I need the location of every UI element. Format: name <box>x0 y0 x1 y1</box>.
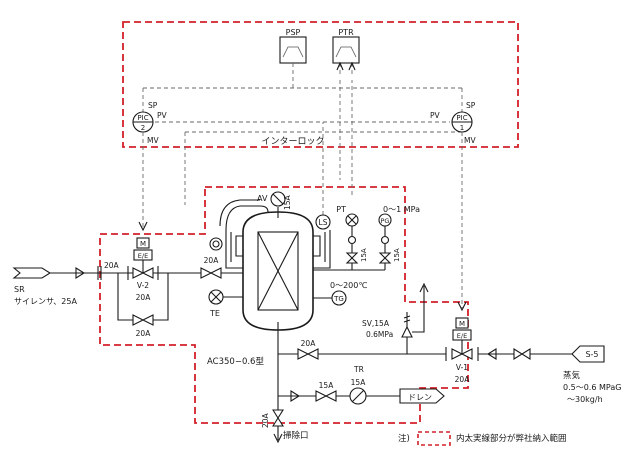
psp-label: PSP <box>286 28 301 37</box>
pg-size: 15A <box>393 248 401 262</box>
air-vent-valve[interactable]: AV 15A <box>257 191 292 212</box>
ptr-label: PTR <box>338 28 354 37</box>
temperature-gauge[interactable]: TG 0～200℃ <box>313 281 367 306</box>
left-valve-size: 20A <box>204 256 220 265</box>
steam-check-valve <box>513 348 531 360</box>
outlet-valve-20a[interactable]: 20A <box>297 339 319 360</box>
silencer-label: サイレンサ、25A <box>14 297 77 306</box>
drain-valve-15a[interactable]: 15A <box>315 381 337 402</box>
av-size: 15A <box>283 194 292 210</box>
inlet-valve-left[interactable]: 20A <box>200 256 222 279</box>
drain-line <box>277 354 400 440</box>
drain-outlet-tag: ドレン <box>399 388 445 404</box>
control-valve-v2[interactable]: M E/E V-2 20A <box>127 237 159 302</box>
v2-actuator: M <box>140 240 146 248</box>
ls-label: LS <box>319 218 328 227</box>
pic-2-controller[interactable]: PIC 2 SP PV MV <box>132 101 168 145</box>
sv-label: SV,15A <box>362 319 390 328</box>
interlock-label: インターロック <box>261 136 324 147</box>
drain-valve-size: 15A <box>319 381 335 390</box>
pic-2-sp: SP <box>148 101 158 110</box>
bypass-size: 20A <box>136 329 152 338</box>
steam-code: S-5 <box>585 350 598 359</box>
sight-glass <box>209 237 223 251</box>
temp-range: 0～200℃ <box>330 281 367 290</box>
v1-size: 20A <box>455 375 471 384</box>
steam-trap[interactable]: 15A <box>349 378 367 405</box>
psp-instrument[interactable]: PSP <box>279 28 307 64</box>
pressure-transmitter[interactable]: PT 15A <box>336 205 368 270</box>
control-panel-scope <box>122 21 519 148</box>
sr-label: SR <box>14 285 25 294</box>
legend: 注) 内太実線部分が弊社納入範囲 <box>398 431 567 446</box>
v2-ee: E/E <box>138 252 148 260</box>
sv-pressure: 0.6MPa <box>366 330 393 339</box>
level-switch[interactable]: LS <box>315 214 331 230</box>
pressure-vessel[interactable] <box>242 211 314 331</box>
pt-size: 15A <box>360 248 368 262</box>
silencer: SR サイレンサ、25A <box>12 267 77 306</box>
v2-size: 20A <box>136 293 152 302</box>
steam-label: 蒸気 <box>563 370 581 381</box>
outlet-size: 20A <box>301 339 317 348</box>
tg-label: TG <box>333 295 344 303</box>
legend-note: 注) <box>398 433 410 444</box>
pg-range: 0～1 MPa <box>383 205 420 214</box>
pic-1-sp: SP <box>466 101 476 110</box>
safety-valve[interactable]: SV,15A 0.6MPa <box>362 282 429 354</box>
v2-tag: V-2 <box>137 281 149 290</box>
pt-label: PT <box>336 205 346 214</box>
tr-label: TR <box>353 365 364 374</box>
pic-1-pv: PV <box>430 111 441 120</box>
v1-tag: V-1 <box>456 363 468 372</box>
legend-swatch <box>417 431 451 446</box>
cleanout-size: 20A <box>261 412 270 428</box>
pic-2-number: 2 <box>141 124 145 132</box>
vessel-scope-boundary <box>99 186 469 424</box>
vessel-model-label: AC350−0.6型 <box>207 357 264 367</box>
sr-inlet-size: 20A <box>104 261 120 270</box>
pic-2-pv: PV <box>157 111 168 120</box>
bypass-valve[interactable]: 20A <box>132 314 154 338</box>
pic-1-number: 1 <box>460 124 464 132</box>
av-label: AV <box>257 194 268 203</box>
drain-label: ドレン <box>408 393 432 402</box>
temperature-element[interactable]: TE <box>208 289 243 318</box>
v1-ee: E/E <box>457 332 467 340</box>
cleanout-label: 掃除口 <box>283 430 309 441</box>
pressure-gauge[interactable]: 0～1 MPa PG 15A <box>378 205 420 270</box>
pic-1-controller[interactable]: PIC 1 SP PV MV <box>430 101 476 145</box>
cleanout-valve[interactable]: 20A <box>261 409 284 428</box>
pic-2-name: PIC <box>137 114 148 122</box>
steam-pressure: 0.5～0.6 MPaG <box>563 383 621 392</box>
trap-size: 15A <box>351 378 367 387</box>
steam-source-tag: S-5 <box>571 345 605 363</box>
pic-1-mv: MV <box>464 136 476 145</box>
pic-2-mv: MV <box>147 136 159 145</box>
legend-text: 内太実線部分が弊社納入範囲 <box>456 433 567 444</box>
steam-flow: ～30kg/h <box>567 395 603 404</box>
ptr-recorder[interactable]: PTR <box>332 28 360 64</box>
v1-actuator: M <box>459 320 465 328</box>
pic-1-name: PIC <box>456 114 467 122</box>
control-valve-v1[interactable]: M E/E V-1 20A <box>445 317 479 384</box>
te-label: TE <box>209 309 220 318</box>
pg-label: PG <box>381 217 390 225</box>
